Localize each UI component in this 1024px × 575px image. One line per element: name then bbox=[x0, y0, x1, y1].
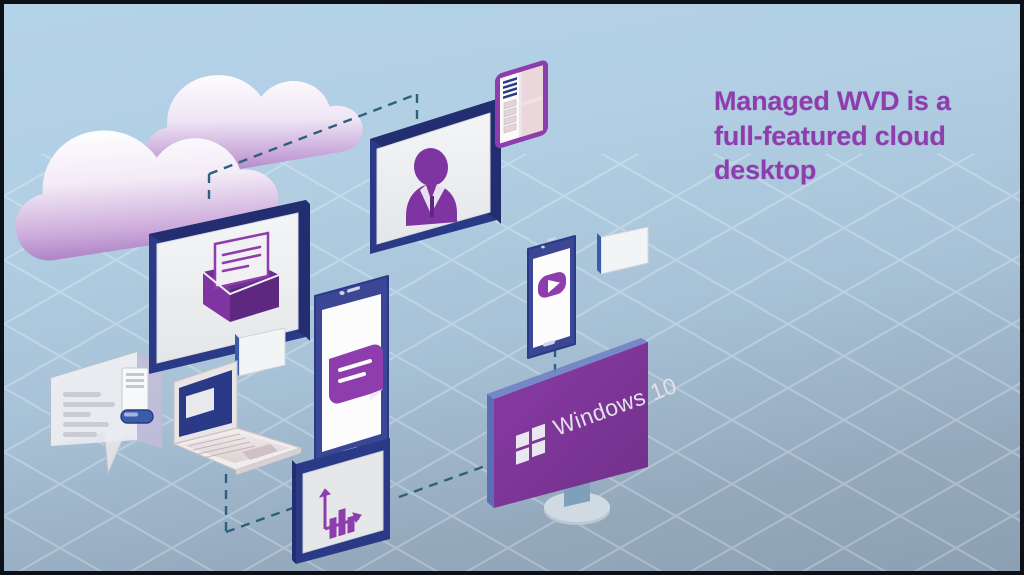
windows-monitor: Windows 10 bbox=[487, 338, 680, 525]
tablet-device bbox=[314, 275, 389, 469]
page-title: Managed WVD is a full-featured cloud des… bbox=[714, 84, 1019, 188]
headline-line-1: Managed WVD is a bbox=[714, 86, 951, 116]
phone-device bbox=[527, 235, 576, 359]
headline-line-3: desktop bbox=[714, 155, 817, 186]
device-group: Windows 10 bbox=[50, 60, 680, 564]
bar-chart-icon bbox=[318, 488, 362, 539]
person-icon bbox=[406, 148, 457, 226]
chat-bubble-card bbox=[50, 351, 163, 475]
profile-screen bbox=[370, 60, 548, 254]
chat-bubble-icon bbox=[329, 344, 383, 404]
connector-chart-to-monitor bbox=[398, 458, 503, 499]
layout-panel-icon bbox=[495, 60, 548, 149]
analytics-card bbox=[292, 438, 390, 564]
floating-card-upper bbox=[597, 226, 649, 275]
email-screen bbox=[149, 200, 310, 374]
bubble-text-lines bbox=[63, 392, 115, 437]
windows-logo-icon bbox=[516, 423, 545, 465]
bubble-pill-button bbox=[120, 409, 154, 424]
envelope-icon bbox=[202, 231, 280, 322]
headline-line-2: full-featured cloud bbox=[714, 120, 946, 151]
play-button-icon bbox=[538, 272, 566, 298]
laptop-device bbox=[172, 360, 303, 475]
bubble-document-icon bbox=[121, 367, 149, 413]
